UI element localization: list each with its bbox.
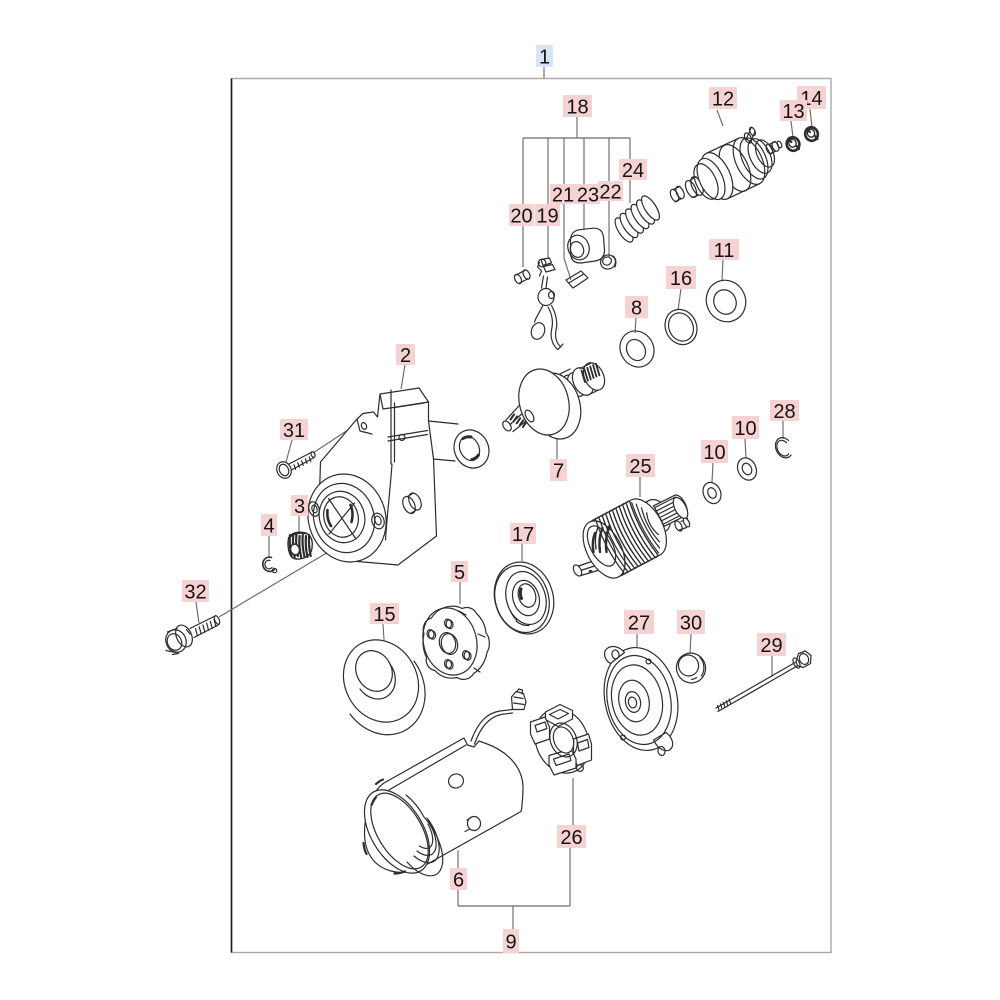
svg-text:18: 18 <box>566 96 588 118</box>
svg-text:6: 6 <box>453 869 464 891</box>
svg-text:30: 30 <box>680 612 702 634</box>
svg-text:10: 10 <box>734 418 756 440</box>
svg-text:4: 4 <box>263 515 274 537</box>
svg-text:9: 9 <box>505 931 516 953</box>
svg-text:24: 24 <box>622 160 644 182</box>
svg-text:2: 2 <box>400 345 411 367</box>
svg-text:21: 21 <box>552 184 574 206</box>
svg-text:31: 31 <box>283 420 305 442</box>
svg-text:5: 5 <box>454 562 465 584</box>
svg-text:10: 10 <box>703 442 725 464</box>
svg-text:1: 1 <box>539 46 550 68</box>
svg-text:19: 19 <box>536 205 558 227</box>
svg-text:7: 7 <box>553 460 564 482</box>
svg-text:27: 27 <box>628 612 650 634</box>
svg-text:22: 22 <box>599 181 621 203</box>
svg-text:17: 17 <box>512 524 534 546</box>
svg-text:15: 15 <box>373 604 395 626</box>
svg-text:29: 29 <box>760 635 782 657</box>
svg-text:12: 12 <box>712 88 734 110</box>
svg-text:26: 26 <box>560 827 582 849</box>
svg-text:28: 28 <box>773 401 795 423</box>
svg-text:23: 23 <box>577 184 599 206</box>
svg-text:16: 16 <box>670 268 692 290</box>
svg-text:25: 25 <box>629 456 651 478</box>
svg-text:20: 20 <box>510 205 532 227</box>
svg-text:13: 13 <box>782 101 804 123</box>
svg-text:3: 3 <box>294 496 305 518</box>
svg-text:11: 11 <box>714 240 735 262</box>
svg-text:8: 8 <box>631 297 642 319</box>
svg-text:32: 32 <box>184 581 206 603</box>
